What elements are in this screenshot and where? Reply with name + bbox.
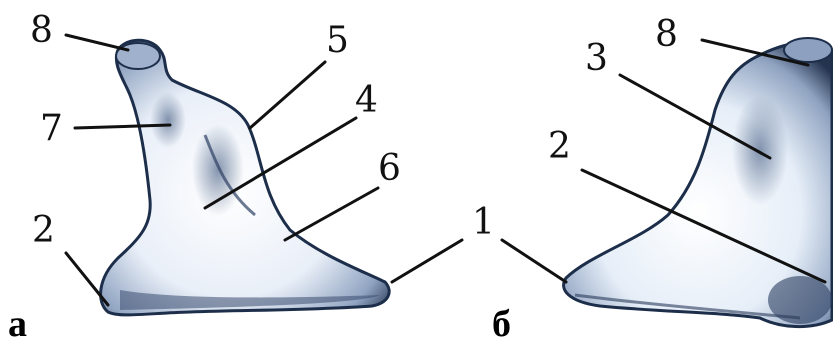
panel-label-right: б — [492, 303, 511, 340]
callout-left-6: 6 — [378, 148, 401, 189]
right-bone-surface-shade — [732, 95, 788, 205]
callout-shared-1: 1 — [472, 202, 495, 243]
leader-left-8 — [66, 35, 128, 50]
panel-label-left: а — [8, 303, 27, 340]
callout-left-5: 5 — [326, 20, 349, 61]
callout-left-4: 4 — [355, 80, 378, 121]
callout-right-2: 2 — [548, 126, 571, 167]
left-bone-body — [101, 40, 390, 315]
left-bone-neck-shade — [150, 92, 186, 148]
leader-left-2 — [66, 253, 108, 305]
leader-shared-1-left — [392, 240, 462, 282]
callout-right-3: 3 — [585, 38, 608, 79]
callout-left-2: 2 — [32, 210, 55, 251]
leader-shared-1-right — [502, 240, 566, 282]
callout-left-8: 8 — [30, 10, 53, 51]
leader-left-6 — [285, 188, 378, 240]
right-bone-head-shade — [784, 38, 832, 62]
callout-left-7: 7 — [40, 108, 63, 149]
leader-left-5 — [250, 62, 325, 128]
left-bone-fossa-shade — [192, 124, 244, 216]
left-bone-view — [101, 40, 390, 315]
callout-right-8: 8 — [655, 14, 678, 55]
right-bone-view — [564, 38, 832, 327]
left-bone-head-shade — [116, 43, 160, 69]
